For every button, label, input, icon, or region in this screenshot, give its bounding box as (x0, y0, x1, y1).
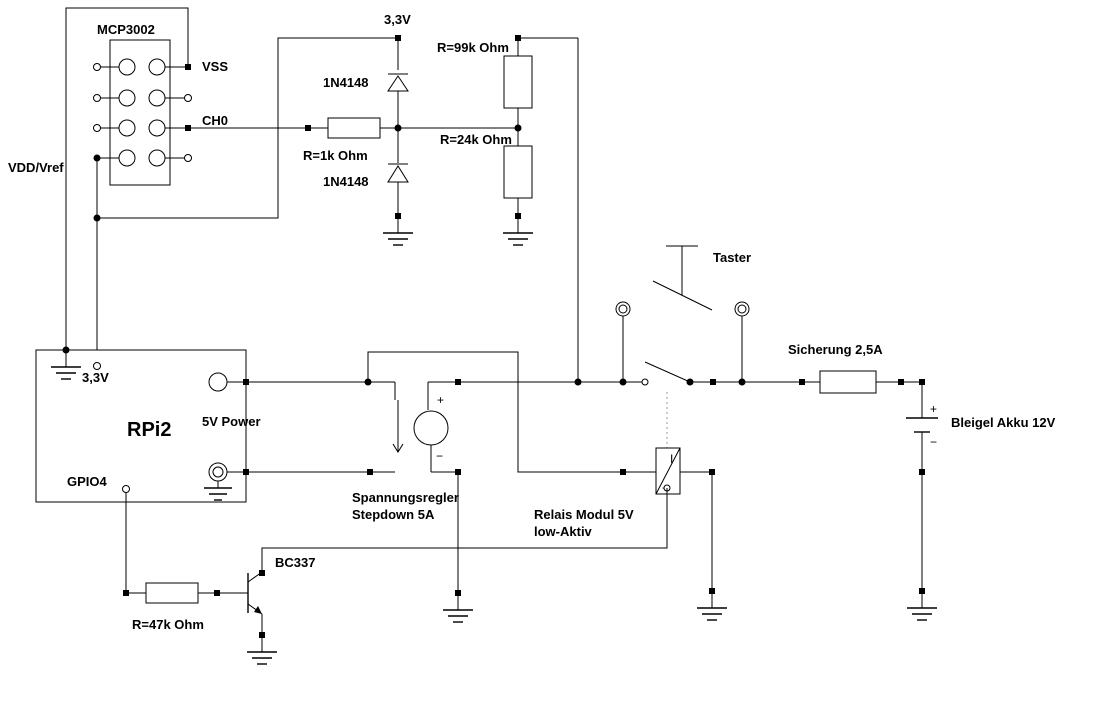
ground-relay (697, 607, 727, 621)
regulator-plus: + (437, 393, 444, 407)
label-r-1k: R=1k Ohm (303, 148, 368, 163)
label-5v-power: 5V Power (202, 414, 261, 429)
resistor-99k (503, 55, 533, 109)
ground-transistor (247, 651, 277, 665)
label-vdd-vref: VDD/Vref (8, 160, 64, 175)
label-regler-line1: Spannungsregler (352, 490, 459, 505)
mcp3002-chip (93, 39, 192, 186)
ground-rpi-internal (51, 366, 81, 380)
regulator-minus: − (436, 449, 443, 463)
label-bc337: BC337 (275, 555, 315, 570)
regulator-source-symbol (413, 410, 449, 446)
ground-regulator (443, 609, 473, 623)
label-3v3-rpi: 3,3V (82, 370, 109, 385)
label-regler-line2: Stepdown 5A (352, 507, 435, 522)
diode-top (387, 38, 409, 128)
label-r-99k: R=99k Ohm (437, 40, 509, 55)
label-r-24k: R=24k Ohm (440, 132, 512, 147)
label-relais-line1: Relais Modul 5V (534, 507, 634, 522)
fuse (819, 370, 877, 394)
label-relais-line2: low-Aktiv (534, 524, 593, 539)
power-jack-plus (208, 372, 228, 392)
ground-battery (907, 607, 937, 621)
label-mcp3002: MCP3002 (97, 22, 155, 37)
taster-button (615, 245, 750, 382)
resistor-24k (503, 145, 533, 199)
resistor-47k (145, 582, 199, 604)
label-3v3-top: 3,3V (384, 12, 411, 27)
battery-12v: + − (906, 382, 938, 608)
diode-bottom (387, 128, 409, 233)
relay-coil-mark: I (670, 452, 673, 466)
label-vss: VSS (202, 59, 228, 74)
mcp3002-pins (118, 58, 166, 167)
ground-divider (503, 232, 533, 246)
label-r-47k: R=47k Ohm (132, 617, 204, 632)
transistor-bc337 (247, 571, 263, 652)
ground-power-jack (204, 487, 232, 501)
label-ch0: CH0 (202, 113, 228, 128)
battery-plus: + (930, 402, 937, 416)
stepdown-regulator: + − (368, 381, 458, 473)
label-sicherung: Sicherung 2,5A (788, 342, 883, 357)
label-rpi2: RPi2 (127, 419, 171, 441)
resistor-1k (327, 117, 381, 139)
relay-contact (644, 361, 691, 383)
battery-minus: − (930, 435, 937, 449)
label-diode-bottom: 1N4148 (323, 174, 369, 189)
label-akku: Bleigel Akku 12V (951, 415, 1056, 430)
ground-diodes (383, 232, 413, 246)
label-gpio4: GPIO4 (67, 474, 108, 489)
label-diode-top: 1N4148 (323, 75, 369, 90)
label-taster: Taster (713, 250, 751, 265)
